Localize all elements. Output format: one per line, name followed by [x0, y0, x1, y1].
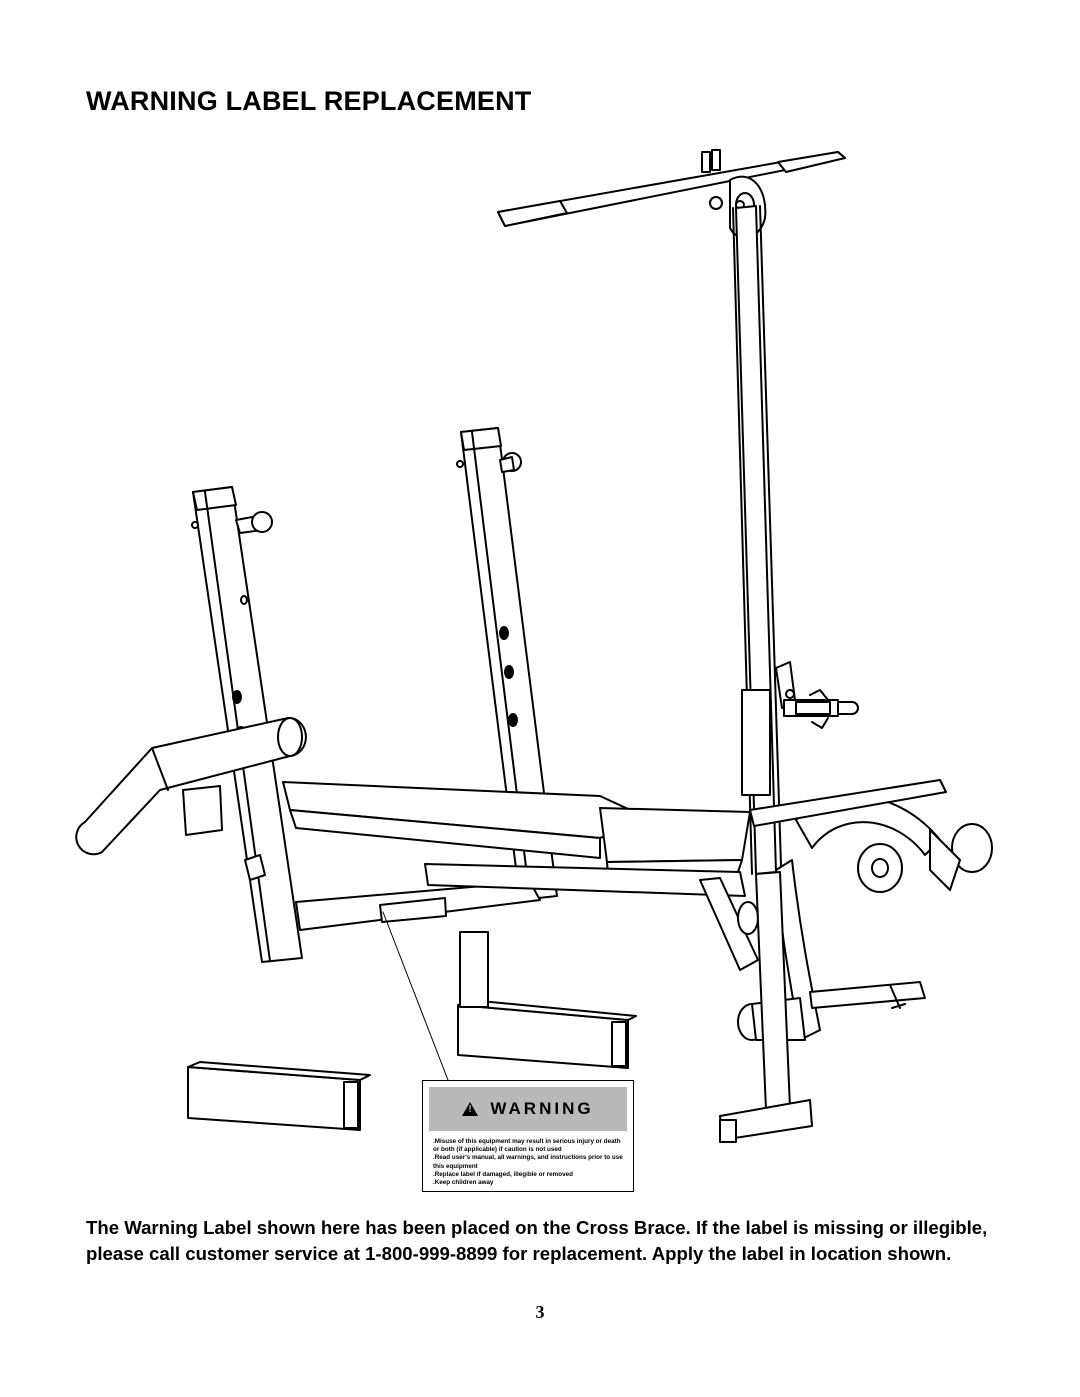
- cross-brace: [295, 881, 541, 1081]
- bench-seat: [282, 781, 751, 875]
- front-base: [719, 871, 813, 1143]
- instruction-paragraph: The Warning Label shown here has been pl…: [86, 1217, 988, 1264]
- warning-triangle-icon: [462, 1102, 479, 1116]
- page-number: 3: [535, 1302, 545, 1322]
- warning-heading: WARNING: [490, 1099, 594, 1118]
- warning-text-list: .Misuse of this equipment may result in …: [433, 1138, 627, 1187]
- warning-label: WARNING .Misuse of this equipment may re…: [422, 1080, 634, 1192]
- warning-text-line: .Misuse of this equipment may result in …: [433, 1138, 621, 1145]
- weight-bench-illustration: [75, 149, 993, 1143]
- page-title: WARNING LABEL REPLACEMENT: [86, 86, 532, 116]
- bench-support: [424, 863, 759, 971]
- right-foot: [457, 931, 637, 1069]
- rear-pad: [75, 716, 307, 856]
- leg-developer: [737, 779, 993, 1041]
- warning-text-line: or both (if applicable) if caution is no…: [433, 1146, 562, 1154]
- warning-text-line: .Replace label if damaged, illegible or …: [433, 1170, 573, 1178]
- left-foot: [187, 1061, 371, 1131]
- warning-text-line: .Keep children away: [433, 1179, 494, 1187]
- warning-text-line: this equipment: [433, 1162, 478, 1170]
- lat-bar: [497, 149, 846, 227]
- left-upright: [191, 486, 303, 963]
- lat-tower: [732, 205, 859, 875]
- warning-text-line: .Read user's manual, all warnings, and i…: [433, 1154, 623, 1162]
- warning-label-header: WARNING: [429, 1087, 627, 1131]
